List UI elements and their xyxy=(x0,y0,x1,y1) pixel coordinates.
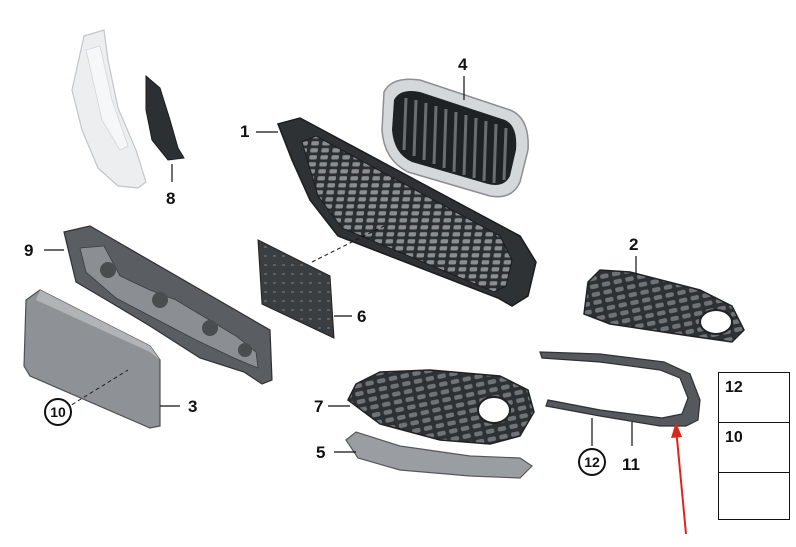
callout-11: 11 xyxy=(622,455,640,474)
part-5-lower-strip xyxy=(334,431,533,479)
callout-8: 8 xyxy=(166,189,176,208)
legend-label-12: 12 xyxy=(725,379,743,396)
callout-9: 9 xyxy=(24,241,34,260)
callout-4: 4 xyxy=(458,55,468,74)
part-4-kidney-grille xyxy=(381,76,529,198)
part-11-trim-ring xyxy=(539,351,701,446)
callout-12-circled: 12 xyxy=(578,448,606,476)
fastener-legend: 12 10 xyxy=(718,372,790,520)
callout-1: 1 xyxy=(240,122,250,141)
part-1-lower-grille xyxy=(256,117,537,307)
callout-6: 6 xyxy=(357,307,367,326)
part-2-side-grille xyxy=(583,256,745,343)
callout-7: 7 xyxy=(314,397,324,416)
legend-row-12: 12 xyxy=(719,373,789,423)
part-9-bracket xyxy=(44,225,273,385)
part-7-side-grille xyxy=(328,369,535,445)
part-3-license-plate-base xyxy=(23,289,180,429)
legend-row-10: 10 xyxy=(719,423,789,473)
callout-5: 5 xyxy=(316,443,326,462)
part-8-cover-and-bracket xyxy=(71,29,185,189)
red-pointer-arrow xyxy=(671,422,687,535)
callout-3: 3 xyxy=(188,397,198,416)
callout-2: 2 xyxy=(629,235,639,254)
legend-row-symbol xyxy=(719,473,789,519)
legend-label-10: 10 xyxy=(725,429,743,446)
callout-10-circled: 10 xyxy=(44,398,72,426)
part-6-plate xyxy=(257,239,352,339)
